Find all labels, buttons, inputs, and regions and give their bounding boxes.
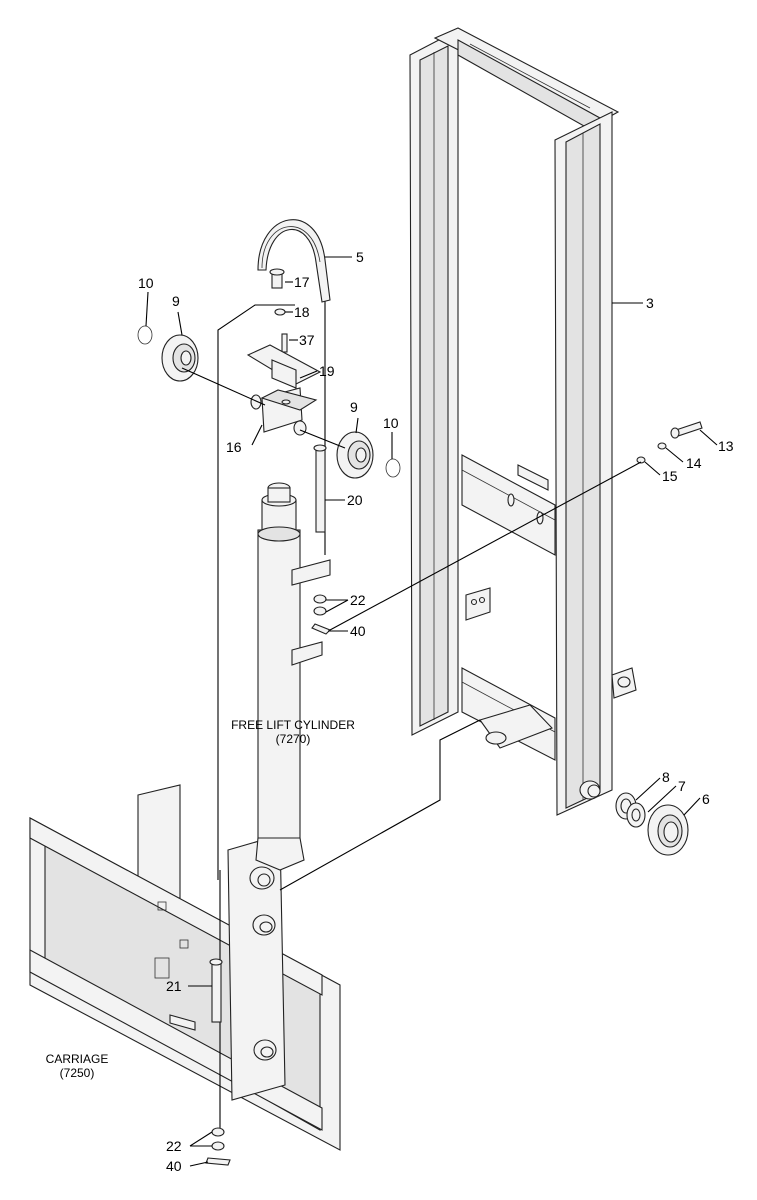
leader-lines <box>145 256 718 1167</box>
callout-17: 17 <box>294 274 310 290</box>
bolt-hardware <box>636 421 703 464</box>
free-lift-cylinder <box>255 482 331 871</box>
rollers-9 <box>137 325 401 479</box>
callout-14: 14 <box>686 455 702 471</box>
callout-10-left: 10 <box>138 275 154 291</box>
callout-37: 37 <box>299 332 315 348</box>
callout-13: 13 <box>718 438 734 454</box>
caption-free-lift-cylinder-code: (7270) <box>276 732 311 746</box>
nut-hardware-upper <box>311 594 331 635</box>
callout-7: 7 <box>678 778 686 794</box>
callout-18: 18 <box>294 304 310 320</box>
callout-16: 16 <box>226 439 242 455</box>
callout-9-left: 9 <box>172 293 180 309</box>
callout-19: 19 <box>319 363 335 379</box>
chain <box>257 219 331 303</box>
callout-6: 6 <box>702 791 710 807</box>
captions: FREE LIFT CYLINDER (7270) CARRIAGE (7250… <box>46 718 356 1080</box>
mast <box>409 27 637 816</box>
callout-9-right: 9 <box>350 399 358 415</box>
callout-15: 15 <box>662 468 678 484</box>
callout-20: 20 <box>347 492 363 508</box>
caption-carriage-code: (7250) <box>60 1066 95 1080</box>
callout-3: 3 <box>646 295 654 311</box>
callout-22-upper: 22 <box>350 592 366 608</box>
callout-5: 5 <box>356 249 364 265</box>
caption-free-lift-cylinder: FREE LIFT CYLINDER <box>231 718 355 732</box>
chain-anchor <box>246 268 327 533</box>
carriage <box>29 784 341 1151</box>
callout-40-upper: 40 <box>350 623 366 639</box>
callout-labels: 5 3 6 7 8 9 9 10 10 13 14 15 16 17 18 19… <box>138 249 734 1174</box>
callout-8: 8 <box>662 769 670 785</box>
caption-carriage: CARRIAGE <box>46 1052 109 1066</box>
roller-assembly <box>615 792 689 856</box>
callout-10-right: 10 <box>383 415 399 431</box>
callout-22-lower: 22 <box>166 1138 182 1154</box>
stud-21 <box>205 958 231 1166</box>
callout-40-lower: 40 <box>166 1158 182 1174</box>
callout-21: 21 <box>166 978 182 994</box>
